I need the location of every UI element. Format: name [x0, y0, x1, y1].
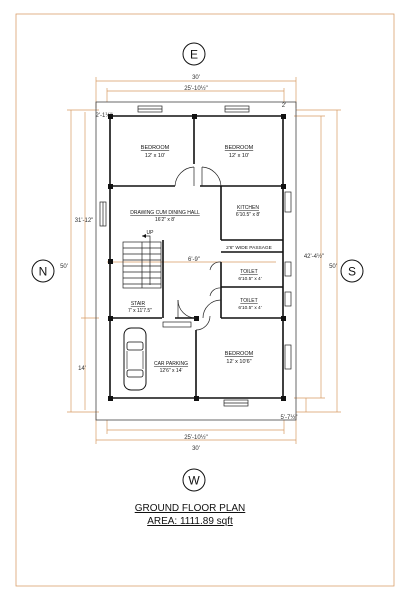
room-name-toilet-1: TOILET — [240, 269, 257, 275]
room-name-passage: 2'6" WIDE PASSAGE — [226, 245, 272, 251]
dim-hall-mid: 6'-9" — [188, 257, 200, 263]
room-name-drawing-hall: DRAWING CUM DINING HALL — [130, 210, 200, 216]
car-icon — [123, 327, 147, 391]
compass-left-marker: N — [31, 259, 55, 283]
plan-area: AREA: 1111.89 sqft — [147, 516, 233, 527]
room-name-kitchen: KITCHEN — [237, 205, 259, 211]
stair-arrow-label: UP — [147, 230, 155, 236]
room-size-drawing-hall: 16'2" x 8' — [155, 217, 175, 223]
sheet-border — [15, 13, 395, 587]
compass-bottom-marker: W — [182, 468, 206, 492]
dim-left-upper: 31'-12" — [75, 218, 94, 224]
room-name-bedroom-right: BEDROOM — [225, 145, 254, 151]
dim-corner-bottom-right: 5'-7½" — [281, 414, 298, 421]
dim-left-total: 50' — [60, 264, 68, 270]
interior-walls — [110, 116, 283, 398]
dim-bottom-outer: 30' — [192, 446, 200, 452]
compass-right-letter: S — [348, 265, 356, 279]
dimension-lines — [67, 77, 341, 444]
compass-bottom-letter: W — [188, 474, 200, 488]
dim-corner-top-right: 2' — [282, 103, 286, 109]
compass-left-letter: N — [39, 265, 48, 279]
plan-title: GROUND FLOOR PLAN — [135, 503, 246, 514]
dim-corner-top-left: 2'-1½" — [96, 112, 113, 119]
dim-top-inner: 25'-10½" — [184, 85, 208, 92]
room-size-stair: 7' x 11'7.5" — [128, 308, 152, 314]
dim-top-outer: 30' — [192, 75, 200, 81]
dim-right-inner: 42'-4½" — [304, 253, 324, 260]
compass-top-marker: E — [182, 42, 206, 66]
compass-right-marker: S — [340, 259, 364, 283]
room-name-bedroom-bottom: BEDROOM — [225, 351, 254, 357]
stair-treads — [122, 234, 162, 289]
compass-top-letter: E — [190, 48, 198, 62]
structural-columns — [108, 114, 286, 401]
dim-right-total: 50' — [329, 264, 337, 270]
plot-boundary — [95, 101, 297, 421]
room-name-stair: STAIR — [131, 301, 146, 307]
dim-bottom-inner: 25'-10½" — [184, 434, 208, 441]
room-size-toilet-2: 6'10.5" x 4' — [238, 305, 261, 311]
room-size-bedroom-bottom: 12' x 10'6" — [226, 359, 251, 365]
room-size-bedroom-left: 12' x 10' — [145, 153, 165, 159]
room-name-car-parking: CAR PARKING — [154, 361, 188, 367]
room-size-bedroom-right: 12' x 10' — [229, 153, 249, 159]
room-size-car-parking: 12'6" x 14' — [160, 368, 183, 374]
room-name-bedroom-left: BEDROOM — [141, 145, 170, 151]
doors — [162, 166, 222, 331]
dim-left-lower: 14' — [78, 366, 86, 372]
windows — [99, 105, 292, 407]
room-name-toilet-2: TOILET — [240, 298, 257, 304]
room-size-kitchen: 6'10.5" x 8' — [236, 212, 260, 218]
room-size-toilet-1: 6'10.5" x 4' — [238, 276, 261, 282]
